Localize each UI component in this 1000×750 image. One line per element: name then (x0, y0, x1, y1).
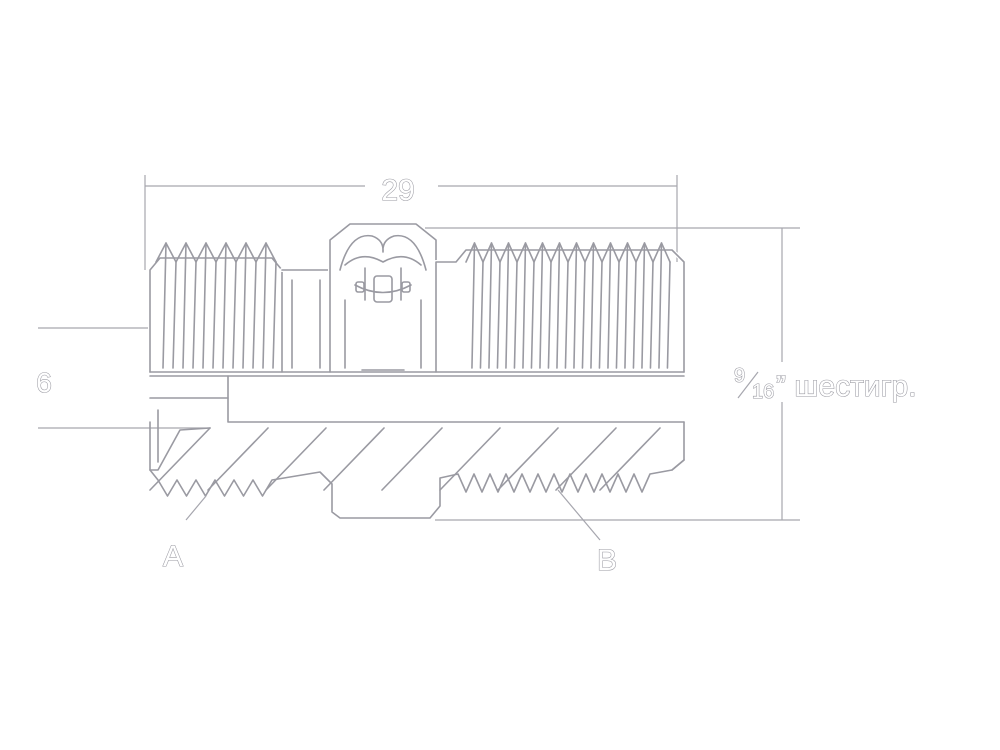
hatch-line (207, 427, 269, 491)
right-thread-root-line (598, 261, 603, 369)
hatch-line (497, 427, 559, 491)
right-thread-flank (641, 242, 646, 369)
upper-half-view (148, 222, 686, 374)
left-thread-root-line (252, 261, 257, 369)
leader-b (557, 489, 601, 541)
dimension-left-label: 6 (36, 367, 52, 398)
left-thread-root-line (232, 261, 237, 369)
left-thread-flank (202, 242, 207, 369)
hex-fraction-denominator: 16 (752, 381, 774, 403)
fraction-slash (737, 371, 759, 399)
callout-a-label: A (163, 540, 183, 573)
left-thread-flank (242, 242, 247, 369)
right-thread-flank (573, 242, 578, 369)
right-thread-root-line (513, 261, 518, 369)
center-line (149, 371, 685, 377)
hatch-line (555, 427, 617, 491)
right-thread-crests (465, 242, 671, 263)
hatch-line (381, 427, 443, 491)
right-thread-flank (624, 242, 629, 369)
right-thread-flank (488, 242, 493, 369)
dimension-lines (38, 175, 800, 521)
hatch-line (149, 427, 211, 491)
right-thread-flank (505, 242, 510, 369)
dimension-length-label: 29 (381, 174, 414, 207)
right-thread-root-line (632, 261, 637, 369)
neck-left (280, 268, 332, 374)
right-thread-root-line (581, 261, 586, 369)
right-thread-flank (607, 242, 612, 369)
left-thread-flank (222, 242, 227, 369)
left-thread-root-line (212, 261, 217, 369)
right-thread-flank (471, 242, 476, 369)
left-thread-flank (262, 242, 267, 369)
right-thread-root-line (649, 261, 654, 369)
right-thread-root-line (530, 261, 535, 369)
left-thread-flank (182, 242, 187, 369)
left-thread-root-line (172, 261, 177, 369)
right-thread-root-line (564, 261, 569, 369)
seat-cone (149, 421, 211, 471)
lower-half-section (148, 375, 686, 520)
leader-a (185, 495, 207, 521)
left-thread-flank (162, 242, 167, 369)
left-thread-root-line (272, 261, 277, 369)
section-hatching (149, 427, 661, 491)
right-thread-root-line (547, 261, 552, 369)
leader-lines (185, 489, 601, 541)
right-thread-flank (658, 242, 663, 369)
right-thread-flank (590, 242, 595, 369)
hex-fraction-numerator: 9 (734, 365, 745, 387)
right-thread-root-line (496, 261, 501, 369)
hex-size-label: 9 16 ” шестигр. (733, 364, 917, 403)
right-thread-root-line (615, 261, 620, 369)
right-thread-flank (522, 242, 527, 369)
hatch-line (323, 427, 385, 491)
right-thread-flank (539, 242, 544, 369)
section-outline (149, 459, 685, 519)
right-thread-root-line (479, 261, 484, 369)
hex-size-suffix: ” шестигр. (776, 370, 917, 403)
hatch-line (439, 427, 501, 491)
left-thread-upper (148, 242, 284, 374)
hatch-line (265, 427, 327, 491)
right-thread-upper (434, 242, 686, 374)
right-thread-root-line (666, 261, 671, 369)
hex-nut-upper (328, 222, 438, 374)
right-thread-flank (556, 242, 561, 369)
callout-b-label: B (597, 544, 617, 577)
hatch-line (599, 427, 661, 491)
bore-outline (227, 375, 685, 423)
left-thread-root-line (192, 261, 197, 369)
